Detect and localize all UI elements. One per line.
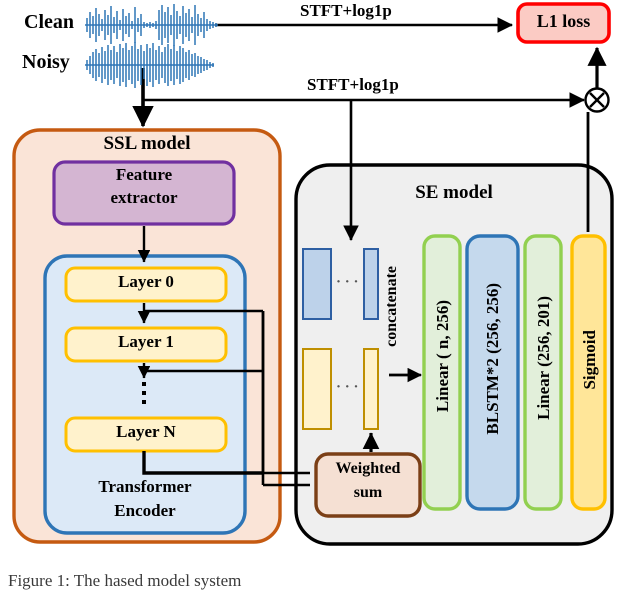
se-model-title: SE model: [415, 182, 493, 203]
ssl-model-title: SSL model: [103, 133, 191, 154]
weighted-sum-label-line2: sum: [353, 484, 383, 501]
yellow-matrix-ellipsis: · · ·: [336, 379, 359, 395]
l1-loss-label: L1 loss: [536, 11, 591, 31]
clean-waveform: [85, 4, 218, 46]
block-label-blstm: BLSTM*2 (256, 256): [483, 283, 502, 435]
concatenate-label: concatenate: [383, 266, 400, 347]
block-label-sigmoid: Sigmoid: [580, 330, 599, 390]
weighted-sum-label-line1: Weighted: [335, 460, 401, 477]
yellow-feature-matrix: [302, 348, 379, 430]
input-label-noisy: Noisy: [22, 51, 70, 73]
block-linear-2: [523, 234, 563, 511]
multiply-glyph-stroke-b: [589, 92, 605, 108]
block-label-linear-1: Linear ( n, 256): [433, 300, 452, 413]
layer-label-1: Layer 1: [118, 332, 174, 351]
blue-matrix-ellipsis: · · ·: [336, 274, 359, 290]
feature-extractor-label-line1: Feature: [115, 165, 173, 184]
edge-label-stft-top: STFT+log1p: [300, 1, 392, 20]
block-sigmoid: [570, 234, 607, 511]
transformer-encoder-label-line2: Encoder: [114, 501, 176, 520]
blue-feature-matrix: [302, 248, 379, 320]
feature-extractor-label-line2: extractor: [110, 188, 178, 207]
l1-loss-box: [516, 2, 611, 44]
feature-extractor-box: [52, 160, 236, 226]
edge-label-stft-mid: STFT+log1p: [307, 75, 399, 94]
input-label-clean: Clean: [24, 11, 74, 33]
layer-box-n: [64, 416, 228, 453]
weighted-sum-box: [314, 452, 422, 518]
transformer-encoder-label-line1: Transformer: [98, 477, 192, 496]
encoder-vertical-ellipsis: [142, 382, 146, 404]
block-blstm: [465, 234, 520, 511]
layer-box-0: [64, 266, 228, 303]
block-label-linear-2: Linear (256, 201): [534, 296, 553, 420]
layer-box-1: [64, 326, 228, 363]
noisy-waveform: [85, 42, 214, 88]
figure-caption: Figure 1: The hased model system: [8, 571, 242, 590]
block-linear-1: [422, 234, 462, 511]
layer-label-0: Layer 0: [118, 272, 174, 291]
layer-label-n: Layer N: [116, 422, 176, 441]
